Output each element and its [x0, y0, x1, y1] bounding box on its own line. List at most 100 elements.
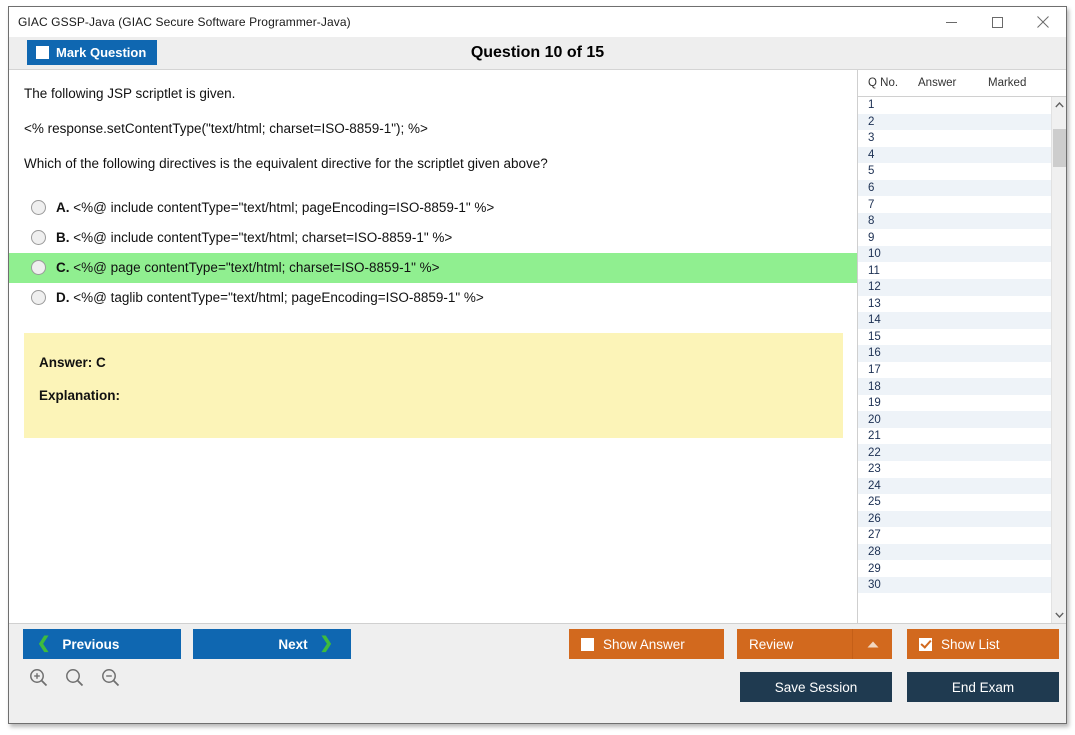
radio-button-b[interactable] — [31, 230, 46, 246]
question-list-row[interactable]: 6 — [858, 179, 1051, 197]
zoom-reset-icon[interactable] — [65, 668, 84, 692]
show-answer-label: Show Answer — [603, 636, 685, 652]
answer-explanation-panel: Answer: C Explanation: — [24, 332, 843, 438]
question-list-row[interactable]: 13 — [858, 295, 1051, 313]
header-bar: Mark Question Question 10 of 15 — [9, 37, 1066, 70]
zoom-in-icon[interactable] — [29, 668, 48, 692]
option-row-a[interactable]: A. <%@ include contentType="text/html; p… — [9, 193, 857, 223]
option-row-c[interactable]: C. <%@ page contentType="text/html; char… — [9, 252, 857, 283]
option-key-d: D. — [56, 290, 70, 306]
option-text-b: <%@ include contentType="text/html; char… — [73, 230, 453, 246]
chevron-right-icon: ❯ — [319, 635, 333, 652]
question-list-row-number: 24 — [868, 479, 881, 492]
question-pane: The following JSP scriptlet is given. <%… — [9, 70, 857, 623]
question-list-row[interactable]: 18 — [858, 378, 1051, 395]
zoom-controls — [29, 668, 120, 692]
question-list-row-number: 20 — [868, 413, 881, 426]
save-session-button[interactable]: Save Session — [740, 672, 892, 702]
question-list-row-number: 3 — [868, 132, 875, 145]
mark-question-checkbox-icon[interactable] — [36, 46, 49, 59]
previous-button-label: Previous — [62, 636, 120, 652]
question-list-row[interactable]: 10 — [858, 245, 1051, 263]
column-header-qno: Q No. — [868, 77, 899, 89]
question-list-row-number: 23 — [868, 463, 881, 476]
question-list-row[interactable]: 5 — [858, 163, 1051, 180]
show-list-checkbox-icon[interactable] — [919, 637, 932, 651]
answer-line: Answer: C — [39, 354, 106, 370]
radio-button-d[interactable] — [31, 290, 46, 306]
mark-question-button[interactable]: Mark Question — [27, 40, 158, 65]
question-list-row[interactable]: 7 — [858, 196, 1051, 213]
previous-button[interactable]: ❮ Previous — [23, 629, 181, 659]
question-list-row[interactable]: 30 — [858, 576, 1051, 594]
question-list-row[interactable]: 11 — [858, 262, 1051, 280]
question-list-row[interactable]: 4 — [858, 146, 1051, 164]
scrollbar-thumb[interactable] — [1052, 129, 1066, 167]
option-row-d[interactable]: D. <%@ taglib contentType="text/html; pa… — [9, 283, 857, 313]
show-answer-button[interactable]: Show Answer — [569, 629, 724, 659]
question-list-row[interactable]: 27 — [858, 527, 1051, 544]
question-list-scrollbar[interactable] — [1051, 97, 1066, 623]
question-list-row-number: 5 — [868, 165, 875, 178]
radio-button-c[interactable] — [31, 260, 46, 276]
show-list-label: Show List — [941, 636, 1000, 652]
answer-options-list: A. <%@ include contentType="text/html; p… — [9, 193, 857, 313]
question-list-row[interactable]: 19 — [858, 394, 1051, 412]
scrollbar-up-arrow-icon[interactable] — [1052, 97, 1067, 113]
end-exam-button[interactable]: End Exam — [907, 672, 1059, 702]
mark-question-label: Mark Question — [56, 45, 147, 60]
question-stem-line-1: The following JSP scriptlet is given. — [24, 86, 236, 101]
column-header-answer: Answer — [918, 77, 957, 89]
question-list-row[interactable]: 9 — [858, 229, 1051, 246]
option-row-b[interactable]: B. <%@ include contentType="text/html; c… — [9, 223, 857, 253]
question-list-row-number: 25 — [868, 496, 881, 509]
question-list-row[interactable]: 24 — [858, 477, 1051, 495]
question-list-row-number: 12 — [868, 281, 881, 294]
question-list-row[interactable]: 23 — [858, 461, 1051, 478]
show-answer-checkbox-icon[interactable] — [581, 637, 594, 651]
question-list-row[interactable]: 28 — [858, 543, 1051, 561]
question-list-row[interactable]: 12 — [858, 279, 1051, 296]
question-list-row[interactable]: 8 — [858, 212, 1051, 230]
question-list-row[interactable]: 20 — [858, 411, 1051, 428]
question-list-row[interactable]: 26 — [858, 510, 1051, 528]
explanation-line: Explanation: — [39, 387, 121, 403]
scrollbar-down-arrow-icon[interactable] — [1052, 607, 1067, 623]
scrollbar-track[interactable] — [1052, 113, 1067, 607]
question-list-row-number: 4 — [868, 148, 875, 161]
question-list-row[interactable]: 22 — [858, 444, 1051, 462]
minimize-icon[interactable] — [928, 7, 974, 37]
zoom-out-icon[interactable] — [101, 668, 120, 692]
question-list-row[interactable]: 16 — [858, 345, 1051, 362]
window-title: GIAC GSSP-Java (GIAC Secure Software Pro… — [18, 15, 351, 29]
save-session-label: Save Session — [774, 679, 858, 695]
question-list-row-number: 21 — [868, 430, 881, 443]
question-list-row[interactable]: 17 — [858, 361, 1051, 379]
question-list-row[interactable]: 3 — [858, 130, 1051, 147]
question-list-row-number: 10 — [868, 248, 881, 261]
question-list-row-number: 17 — [868, 364, 881, 377]
question-list-row[interactable]: 14 — [858, 312, 1051, 329]
maximize-icon[interactable] — [974, 7, 1020, 37]
review-dropdown[interactable]: Review — [737, 629, 892, 659]
question-list-row-number: 8 — [868, 215, 875, 228]
question-list-row[interactable]: 1 — [858, 97, 1051, 114]
radio-button-a[interactable] — [31, 200, 46, 216]
window-controls — [928, 7, 1066, 37]
option-label-c: C. <%@ page contentType="text/html; char… — [56, 260, 440, 275]
question-list-row-number: 16 — [868, 347, 881, 360]
question-list-row[interactable]: 15 — [858, 328, 1051, 346]
close-icon[interactable] — [1020, 7, 1066, 37]
next-button[interactable]: Next ❯ — [193, 629, 351, 659]
question-list-row[interactable]: 2 — [858, 113, 1051, 131]
question-list-row[interactable]: 25 — [858, 494, 1051, 511]
question-list-row-number: 22 — [868, 446, 881, 459]
footer-toolbar: ❮ Previous Next ❯ Show Answer Review Sho… — [9, 623, 1066, 723]
show-list-button[interactable]: Show List — [907, 629, 1059, 659]
question-list-row[interactable]: 21 — [858, 427, 1051, 445]
chevron-up-icon[interactable] — [852, 629, 892, 659]
question-list-row[interactable]: 29 — [858, 560, 1051, 577]
